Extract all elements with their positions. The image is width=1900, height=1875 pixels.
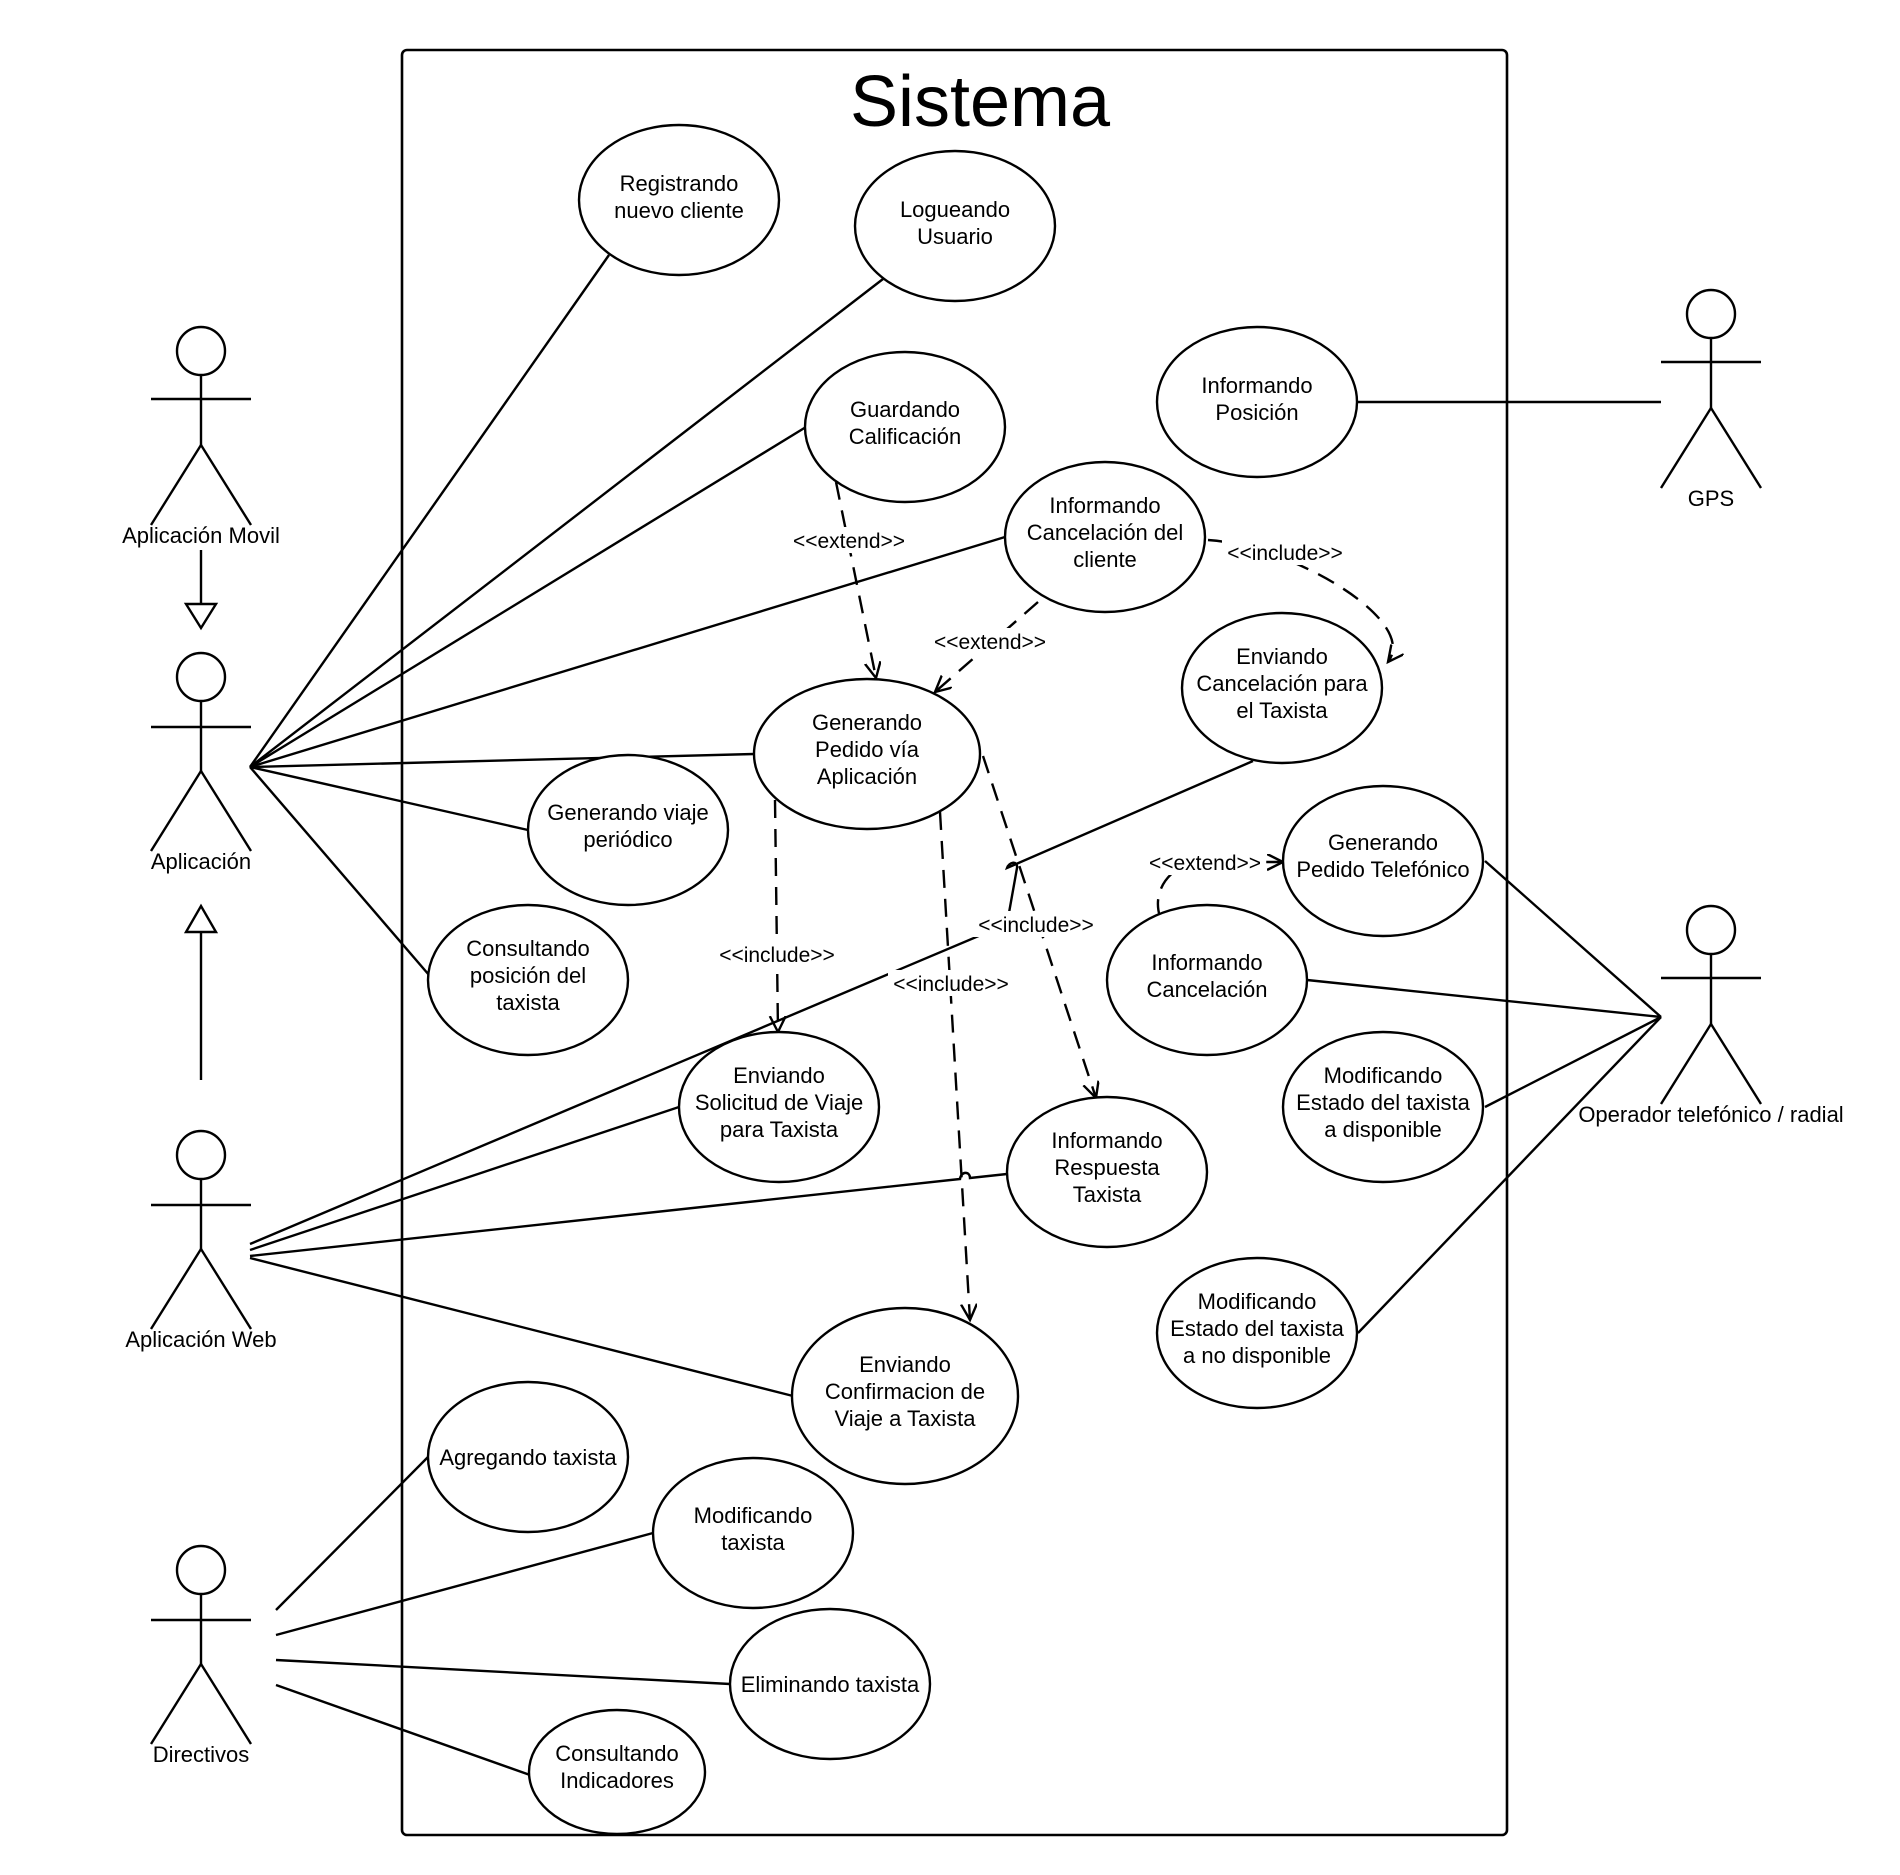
extend-label-cancelacion-cliente: <<extend>>: [934, 631, 1046, 654]
actor-label: Aplicación Web: [125, 1327, 276, 1352]
actor-label: Operador telefónico / radial: [1578, 1102, 1843, 1127]
actor-label: Aplicación: [151, 849, 251, 874]
svg-text:Eliminando taxista: Eliminando taxista: [741, 1672, 920, 1697]
include-label-respuesta: <<include>>: [978, 914, 1094, 937]
stick-figure-icon: [1659, 904, 1763, 1105]
stick-figure-icon: [1659, 288, 1763, 489]
actor-label: Directivos: [153, 1742, 250, 1767]
stereotype-labels: <<extend>> <<extend>> <<include>> <<incl…: [714, 527, 1348, 996]
include-label-confirmacion: <<include>>: [893, 973, 1009, 996]
stick-figure-icon: [149, 651, 253, 852]
actor-gps[interactable]: GPS: [1659, 288, 1763, 511]
extend-label-calificacion: <<extend>>: [793, 530, 905, 553]
actor-aplicacion[interactable]: Aplicación: [149, 651, 253, 874]
actor-label: GPS: [1688, 486, 1734, 511]
use-case-eliminando-taxista[interactable]: Eliminando taxista: [728, 1607, 932, 1761]
stick-figure-icon: [149, 1129, 253, 1330]
actor-aplicacion-movil[interactable]: Aplicación Movil: [122, 325, 280, 548]
actor-aplicacion-web[interactable]: Aplicación Web: [125, 1129, 277, 1352]
include-label-solicitud: <<include>>: [719, 944, 835, 967]
actor-label: Aplicación Movil: [122, 523, 280, 548]
stick-figure-icon: [149, 325, 253, 526]
actor-directivos[interactable]: Directivos: [149, 1544, 253, 1767]
extend-label-telefonico: <<extend>>: [1149, 852, 1261, 875]
stick-figure-icon: [149, 1544, 253, 1745]
associations: [249, 254, 1662, 1777]
actor-operador[interactable]: Operador telefónico / radial: [1578, 904, 1844, 1127]
use-case-agregando-taxista[interactable]: Agregando taxista: [426, 1380, 630, 1534]
generalization-web-to-aplicacion: [183, 903, 219, 1080]
system-title: Sistema: [850, 62, 1111, 142]
svg-text:Agregando taxista: Agregando taxista: [439, 1445, 617, 1470]
include-label-cancelacion-taxista: <<include>>: [1227, 542, 1343, 565]
generalization-movil-to-aplicacion: [183, 550, 219, 631]
